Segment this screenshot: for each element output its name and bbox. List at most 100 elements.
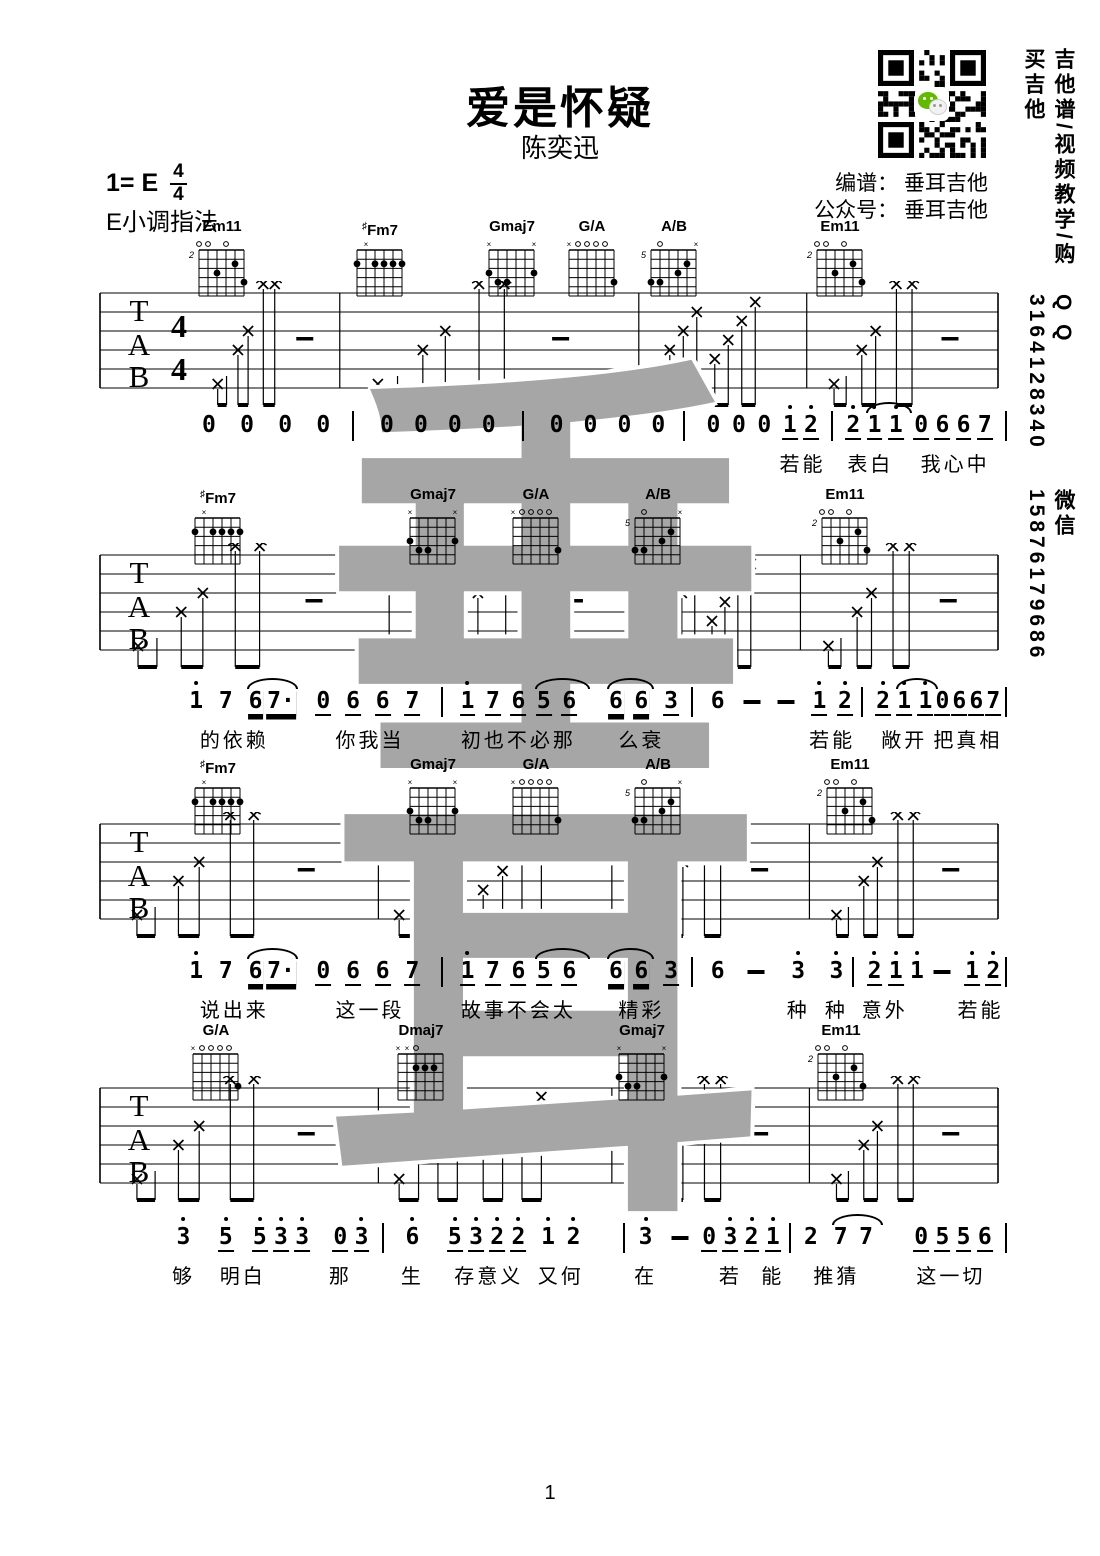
jianpu-note: 3 — [722, 1217, 739, 1252]
jianpu-note: 6 — [710, 688, 725, 714]
chord-label: Em11 — [830, 756, 870, 773]
lyric: 你我当 — [335, 730, 405, 752]
chord-Gmaj7: Gmaj7×× — [400, 486, 466, 571]
lyric: 又何 — [537, 1266, 584, 1288]
jianpu-barline — [1005, 411, 1007, 441]
jianpu-note: 0 — [934, 688, 951, 716]
watermark: 垂 耳 — [322, 335, 768, 1237]
lyric: 若能 — [809, 730, 856, 752]
jianpu-note: 5 — [446, 1217, 463, 1252]
jianpu-note: 5 — [251, 1217, 268, 1252]
jianpu-note: 0 — [447, 412, 462, 438]
jianpu-note: 1 — [811, 681, 828, 716]
jianpu-note: 0 — [731, 412, 746, 438]
jianpu-note: 6 — [247, 958, 264, 986]
jianpu-note: 1 — [781, 405, 798, 440]
jianpu-note: 3 — [353, 1217, 370, 1252]
chord-grid: 2 — [811, 509, 871, 565]
jianpu-note: 0 — [913, 412, 930, 440]
jianpu-dash — [777, 700, 795, 704]
svg-text:T: T — [130, 555, 149, 590]
jianpu-note: 0 — [201, 412, 216, 438]
lyric: 这一切 — [916, 1266, 986, 1288]
jianpu-note: 2 — [804, 1224, 818, 1250]
sidebar-services: 吉他谱/视频教学/购买吉他 — [1022, 48, 1075, 268]
chord-grid: 5× — [625, 508, 683, 565]
jianpu-note: 5 — [934, 1224, 951, 1252]
jianpu-note: 1 — [540, 1217, 556, 1250]
jianpu-note: 1 — [459, 681, 476, 716]
svg-text:2: 2 — [817, 788, 822, 798]
jianpu-note: 1 — [896, 681, 913, 716]
chord-grid: 2 — [188, 241, 248, 297]
chord-label: ♯Fm7 — [200, 759, 236, 777]
chord-label: Gmaj7 — [489, 218, 535, 235]
chord-grid: × — [191, 778, 244, 835]
chord-sFm7: ♯Fm7× — [185, 756, 251, 841]
jianpu-note: 7 — [833, 1224, 848, 1250]
chord-grid: 5× — [625, 778, 683, 835]
jianpu-note: 1 — [459, 951, 476, 986]
svg-text:A: A — [128, 1122, 151, 1157]
wechat-icon — [915, 87, 949, 121]
lyric: 我心中 — [920, 454, 990, 476]
lyric: 意外 — [861, 1000, 908, 1022]
jianpu-note: 0 — [757, 412, 772, 438]
jianpu-note: 3 — [468, 1217, 484, 1252]
time-bottom: 4 — [173, 183, 184, 205]
jianpu-note: 5 — [535, 958, 552, 986]
jianpu-note: 0 — [413, 412, 428, 438]
jianpu-note: 6 — [510, 688, 527, 716]
svg-text:×: × — [532, 240, 537, 249]
lyric: 种 — [786, 1000, 810, 1022]
jianpu-note: 6 — [710, 958, 725, 984]
jianpu-note: 7 — [404, 688, 421, 716]
lyric: 若 — [718, 1266, 742, 1288]
jianpu-barline — [1005, 957, 1007, 987]
jianpu-note: 3 — [663, 688, 679, 716]
jianpu-note: 1 — [917, 681, 934, 716]
svg-text:2: 2 — [812, 518, 817, 528]
svg-text:5: 5 — [625, 518, 631, 528]
jianpu-note: 6 — [374, 688, 391, 716]
watermark-char-1: 垂 — [322, 335, 768, 832]
chord-sFm7: ♯Fm7× — [347, 218, 413, 303]
jianpu-note: 1 — [764, 1217, 781, 1252]
jianpu-note: 1 — [909, 951, 925, 984]
jianpu-note: 6 — [934, 412, 951, 440]
chord-grid: × — [511, 508, 562, 565]
tab-staff: TAB — [99, 812, 999, 938]
svg-text:×: × — [405, 1044, 410, 1053]
key-signature: 1= E 4 4 — [106, 162, 187, 205]
chord-label: Gmaj7 — [619, 1022, 665, 1039]
lyric: 能 — [761, 1266, 785, 1288]
jianpu-note: 3 — [790, 951, 806, 984]
tab-staff: TAB — [99, 543, 999, 669]
jianpu-note: 0 — [315, 958, 332, 986]
lyric: 表白 — [847, 454, 894, 476]
svg-text:T: T — [130, 1088, 149, 1123]
jianpu-note: 3 — [176, 1217, 192, 1250]
account-credit: 公众号： 垂耳吉他 — [814, 199, 988, 222]
jianpu-note: 0 — [583, 412, 598, 438]
jianpu-note: 6 — [976, 1224, 993, 1252]
chord-grid: ×× — [406, 778, 459, 835]
chord-grid: 5× — [641, 240, 699, 297]
svg-text:2: 2 — [808, 1054, 813, 1064]
svg-text:×: × — [511, 508, 516, 517]
chord-Dmaj7: Dmaj7×× — [388, 1022, 454, 1107]
jianpu-barline — [381, 1223, 384, 1253]
svg-text:×: × — [567, 240, 572, 249]
jianpu-note: 7· — [266, 958, 296, 986]
jianpu-note: 7 — [404, 958, 421, 986]
jianpu-note: 0 — [332, 1224, 349, 1252]
jianpu-note: 2 — [510, 1217, 527, 1252]
jianpu-note: 2 — [836, 681, 853, 716]
jianpu-barline — [623, 1223, 626, 1253]
chord-Gmaj7: Gmaj7×× — [400, 756, 466, 841]
